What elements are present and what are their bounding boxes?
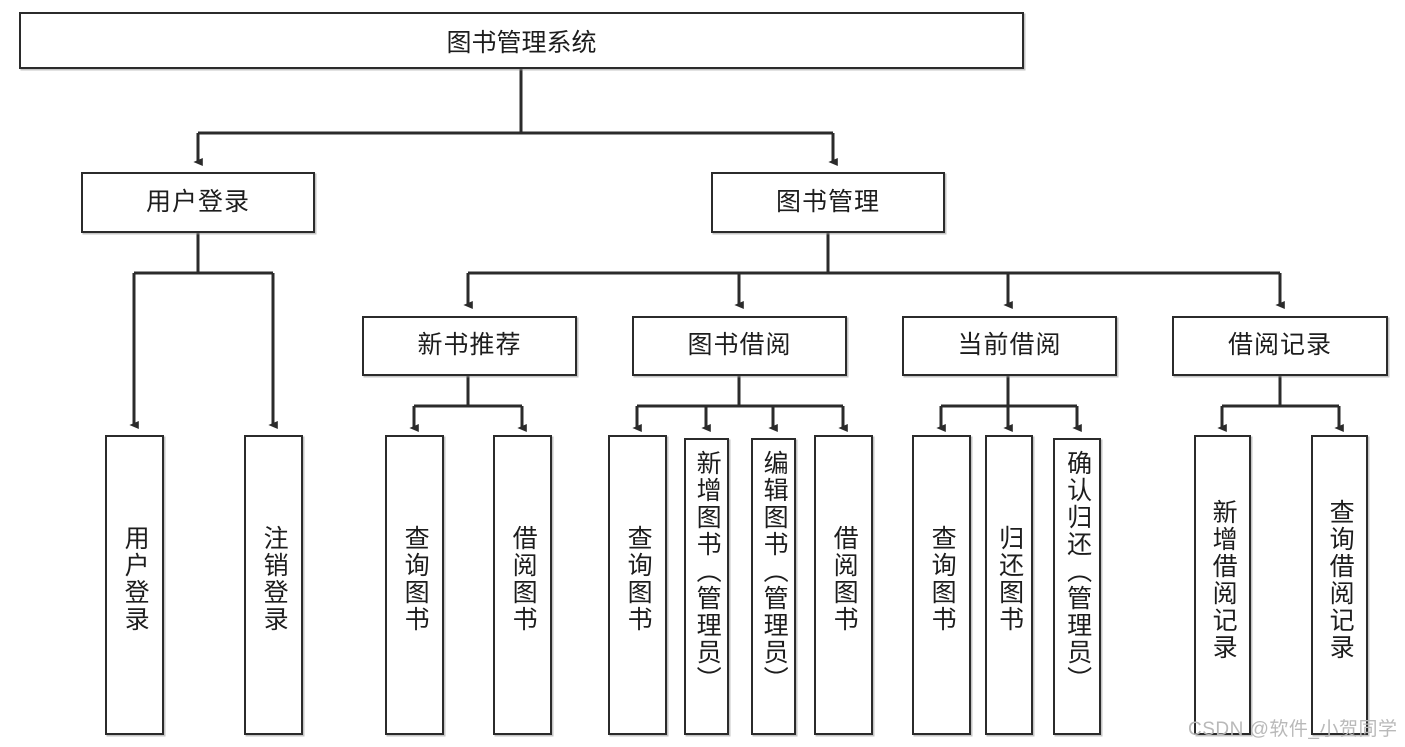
node-user-login[interactable]: 用户登录: [81, 172, 315, 233]
node-book-management[interactable]: 图书管理: [711, 172, 945, 233]
node-leaf-return-book[interactable]: 归还图书: [985, 435, 1033, 735]
node-leaf-edit-book[interactable]: 编辑图书（管理员）: [751, 438, 796, 735]
node-leaf-user-login[interactable]: 用户登录: [105, 435, 164, 735]
node-leaf-query-book-1[interactable]: 查询图书: [385, 435, 444, 735]
node-current-borrow[interactable]: 当前借阅: [902, 316, 1117, 376]
node-root-label: 图书管理系统: [446, 28, 597, 57]
node-leaf-borrow-book-1-label: 借阅图书: [509, 525, 538, 633]
node-leaf-add-record[interactable]: 新增借阅记录: [1194, 435, 1251, 735]
node-leaf-query-book-1-label: 查询图书: [401, 525, 430, 633]
node-leaf-edit-book-label: 编辑图书（管理员）: [760, 450, 789, 693]
node-leaf-confirm-return[interactable]: 确认归还（管理员）: [1053, 438, 1101, 735]
csdn-watermark: CSDN @软件_小贺同学: [1188, 719, 1398, 740]
node-leaf-query-record-label: 查询借阅记录: [1326, 499, 1355, 661]
node-leaf-query-book-3[interactable]: 查询图书: [912, 435, 971, 735]
node-book-borrow[interactable]: 图书借阅: [632, 316, 847, 376]
node-leaf-user-login-label: 用户登录: [121, 525, 150, 633]
node-leaf-logout-login[interactable]: 注销登录: [244, 435, 303, 735]
node-book-management-label: 图书管理: [775, 187, 880, 216]
node-leaf-add-record-label: 新增借阅记录: [1209, 499, 1238, 661]
node-leaf-confirm-return-label: 确认归还（管理员）: [1063, 450, 1092, 693]
node-root[interactable]: 图书管理系统: [19, 12, 1024, 69]
node-new-book-recommend[interactable]: 新书推荐: [362, 316, 577, 376]
node-book-borrow-label: 图书借阅: [687, 331, 792, 360]
node-borrow-record-label: 借阅记录: [1227, 331, 1332, 360]
node-borrow-record[interactable]: 借阅记录: [1172, 316, 1388, 376]
node-leaf-query-book-2[interactable]: 查询图书: [608, 435, 667, 735]
node-leaf-return-book-label: 归还图书: [995, 525, 1024, 633]
node-user-login-label: 用户登录: [145, 187, 250, 216]
node-leaf-borrow-book-2-label: 借阅图书: [830, 525, 859, 633]
node-leaf-borrow-book-1[interactable]: 借阅图书: [493, 435, 552, 735]
node-new-book-recommend-label: 新书推荐: [417, 331, 522, 360]
node-leaf-add-book-label: 新增图书（管理员）: [693, 450, 722, 693]
node-current-borrow-label: 当前借阅: [957, 331, 1062, 360]
node-leaf-query-book-2-label: 查询图书: [624, 525, 653, 633]
node-leaf-query-book-3-label: 查询图书: [928, 525, 957, 633]
node-leaf-query-record[interactable]: 查询借阅记录: [1311, 435, 1368, 735]
node-leaf-borrow-book-2[interactable]: 借阅图书: [814, 435, 873, 735]
node-leaf-logout-login-label: 注销登录: [260, 525, 289, 633]
node-leaf-add-book[interactable]: 新增图书（管理员）: [684, 438, 729, 735]
